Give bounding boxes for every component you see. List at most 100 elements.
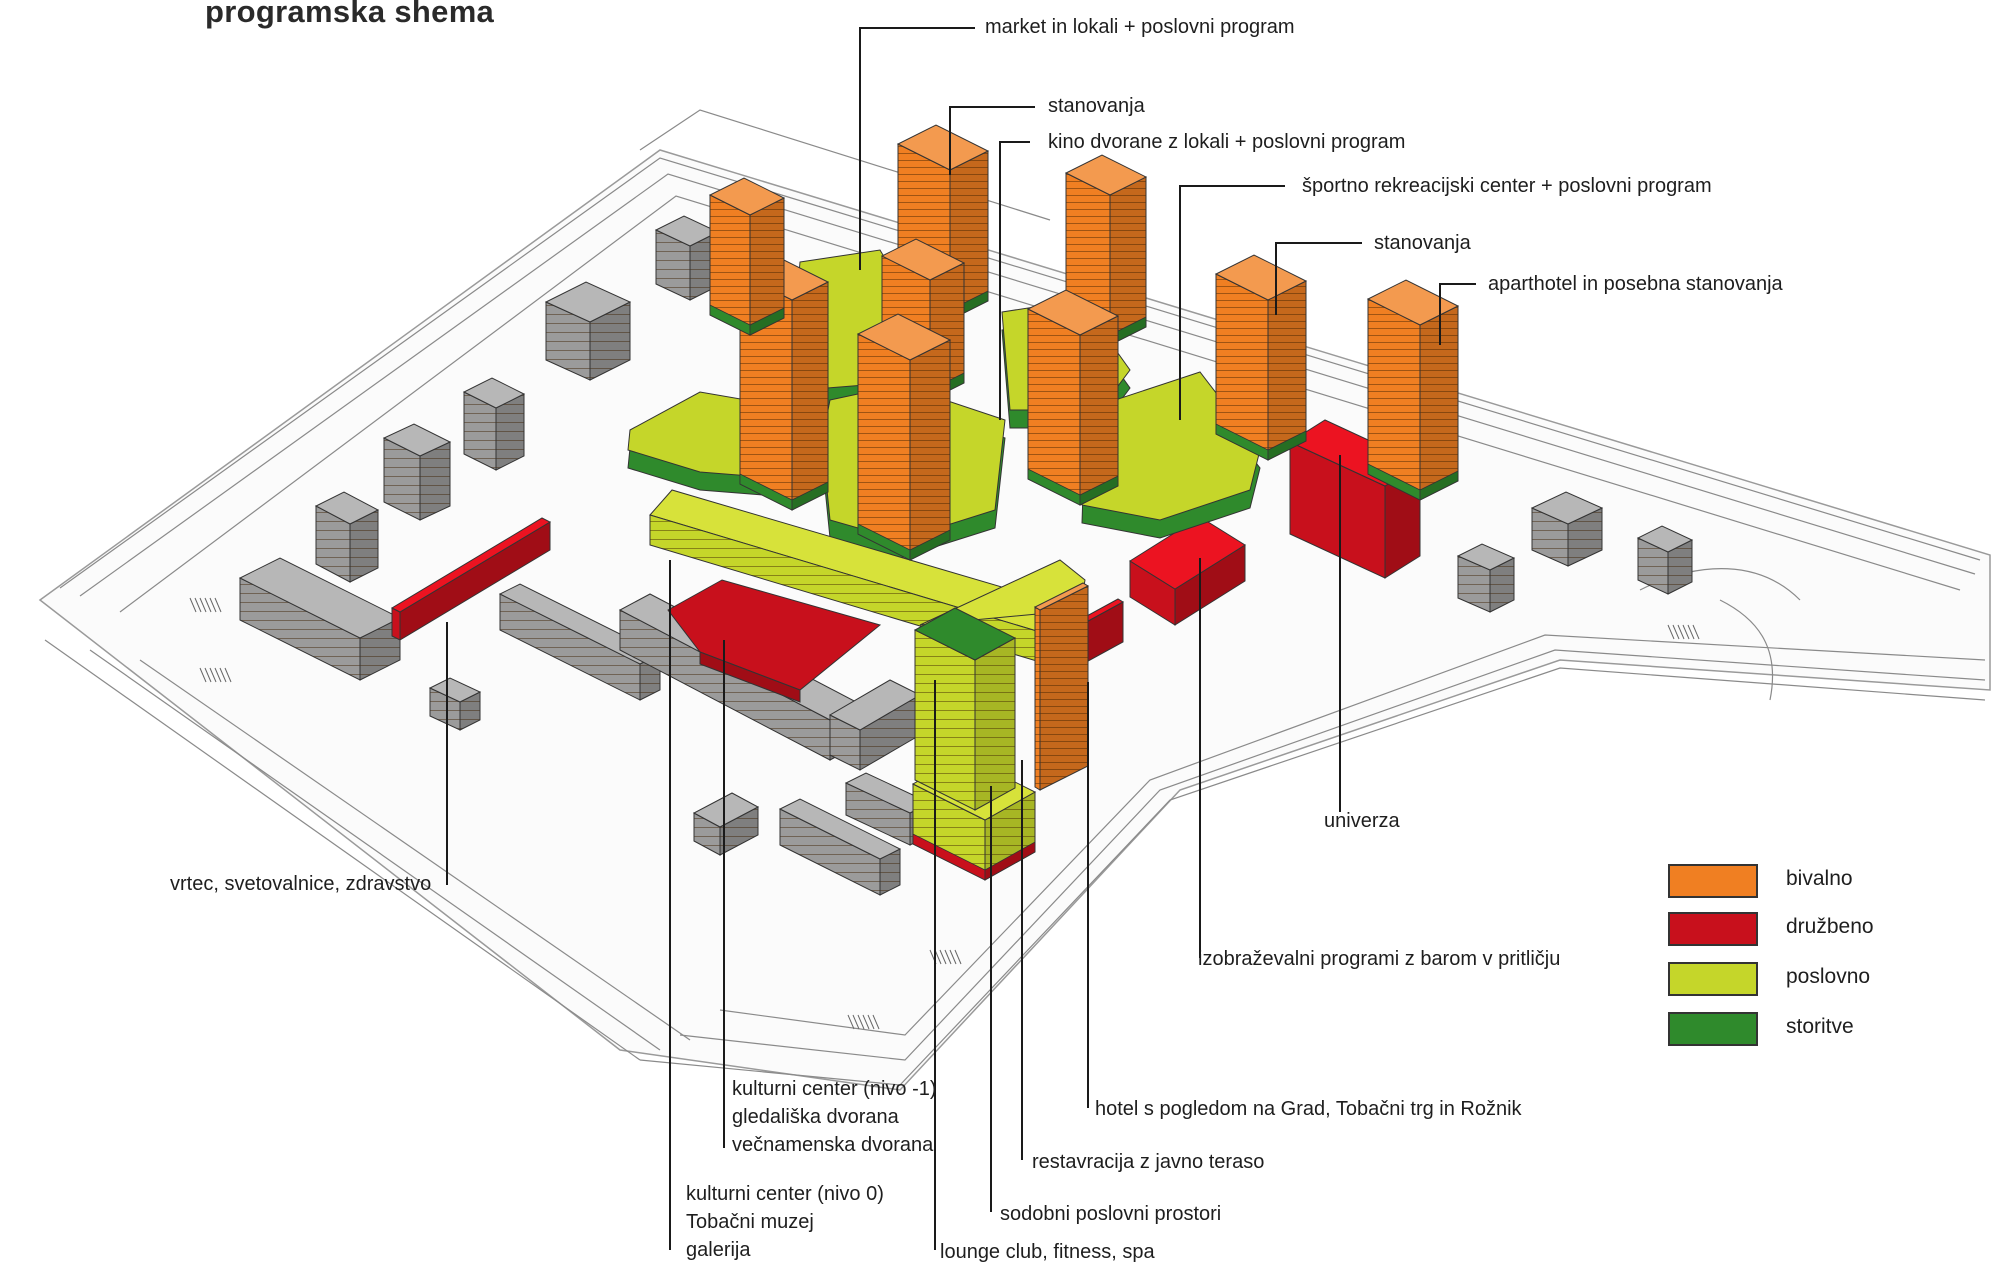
facade-left bbox=[857, 333, 911, 561]
crosswalk-stripe bbox=[1682, 624, 1690, 640]
druzbeno-buildings bbox=[390, 419, 1422, 703]
facade-right bbox=[1079, 315, 1119, 506]
crosswalk-stripe bbox=[214, 597, 222, 613]
roof bbox=[544, 281, 632, 323]
label-stanovanja-2: stanovanja bbox=[1374, 232, 1471, 254]
label-line: Tobačni muzej bbox=[686, 1211, 814, 1233]
legend-item-druzbeno: družbeno bbox=[1668, 912, 1908, 956]
street-line bbox=[679, 649, 1986, 1061]
roof bbox=[462, 377, 526, 409]
ground-band-right bbox=[749, 307, 785, 336]
label-hotel: hotel s pogledom na Grad, Tobačni trg in… bbox=[1095, 1098, 1522, 1120]
residential-tower bbox=[1026, 289, 1120, 506]
label-restavracija: restavracija z javno teraso bbox=[1032, 1151, 1265, 1173]
vrtec-building bbox=[390, 517, 552, 641]
residential-tower bbox=[856, 313, 952, 561]
legend-swatch bbox=[1668, 912, 1758, 946]
roof bbox=[1026, 289, 1120, 336]
leader-line bbox=[859, 27, 975, 270]
residential-tower bbox=[1214, 254, 1308, 461]
crosswalk-stripe bbox=[949, 949, 957, 965]
label-lounge: lounge club, fitness, spa bbox=[940, 1241, 1155, 1263]
existing-building bbox=[428, 677, 482, 731]
roof bbox=[778, 798, 902, 860]
crosswalk-stripe bbox=[219, 667, 227, 683]
legend-swatch bbox=[1668, 962, 1758, 996]
crosswalk-stripe bbox=[944, 949, 952, 965]
roof bbox=[382, 423, 452, 457]
legend-swatch bbox=[1668, 864, 1758, 898]
label-poslovni: sodobni poslovni prostori bbox=[1000, 1203, 1222, 1225]
roof bbox=[1064, 154, 1148, 196]
crosswalk-stripe bbox=[1672, 624, 1680, 640]
diagram-title: programska shema bbox=[205, 0, 495, 29]
legend-label: bivalno bbox=[1786, 867, 1853, 890]
crosswalk-stripe bbox=[852, 1014, 860, 1030]
label-stanovanja-1: stanovanja bbox=[1048, 95, 1145, 117]
facade-right bbox=[909, 339, 951, 561]
roof bbox=[1456, 543, 1516, 571]
street-line bbox=[44, 639, 641, 1061]
label-kulturni-center-nivo-minus-1: kulturni center (nivo -1) gledališka dvo… bbox=[732, 1075, 937, 1159]
facade-right bbox=[791, 281, 829, 511]
roof bbox=[880, 238, 966, 281]
crosswalk-stripe bbox=[847, 1014, 855, 1030]
residential-tower bbox=[1366, 279, 1460, 501]
crosswalk-stripe bbox=[209, 667, 217, 683]
existing-building bbox=[654, 215, 720, 301]
roof bbox=[1636, 525, 1694, 553]
crosswalk-stripe bbox=[1692, 624, 1700, 640]
kulturni-center-roof bbox=[667, 579, 882, 691]
leader-lines bbox=[446, 27, 1476, 1250]
existing-building bbox=[314, 491, 380, 583]
legend-swatch bbox=[1668, 1012, 1758, 1046]
label-sport: športno rekreacijski center + poslovni p… bbox=[1302, 175, 1712, 197]
legend-item-storitve: storitve bbox=[1668, 1012, 1908, 1056]
label-aparthotel: aparthotel in posebna stanovanja bbox=[1488, 273, 1783, 295]
roof bbox=[1214, 254, 1308, 301]
crosswalk-stripe bbox=[204, 597, 212, 613]
ground-band-right bbox=[791, 481, 829, 511]
label-izobrazevalni: izobraževalni programi z barom v pritlič… bbox=[1198, 948, 1561, 970]
existing-building bbox=[1636, 525, 1694, 595]
crosswalks bbox=[189, 597, 1700, 1030]
leader-line bbox=[1439, 283, 1476, 345]
crosswalk-stripe bbox=[224, 667, 232, 683]
street-line bbox=[719, 634, 1986, 1036]
residential-tower bbox=[708, 177, 786, 336]
leader-line bbox=[1179, 185, 1285, 420]
residential-tower bbox=[1064, 154, 1148, 346]
leader-line bbox=[1275, 242, 1362, 315]
existing-building bbox=[1530, 491, 1604, 567]
crosswalk-stripe bbox=[872, 1014, 880, 1030]
roof bbox=[708, 177, 786, 216]
crosswalk-stripe bbox=[214, 667, 222, 683]
existing-building bbox=[1456, 543, 1516, 613]
ground-band-right bbox=[1419, 470, 1459, 501]
existing-building bbox=[778, 798, 902, 896]
existing-building bbox=[462, 377, 526, 471]
ground-band-right bbox=[909, 529, 951, 561]
existing-building bbox=[544, 281, 632, 381]
ground-band-right bbox=[1079, 475, 1119, 506]
crosswalk-stripe bbox=[1677, 624, 1685, 640]
roof bbox=[428, 677, 482, 703]
crosswalk-stripe bbox=[209, 597, 217, 613]
label-vrtec: vrtec, svetovalnice, zdravstvo bbox=[170, 873, 432, 895]
front-complex bbox=[911, 582, 1090, 881]
street-line bbox=[59, 157, 1981, 589]
facade-left bbox=[1034, 606, 1041, 791]
bivalno-towers bbox=[708, 124, 1460, 561]
crosswalk-stripe bbox=[954, 949, 962, 965]
crosswalk-stripe bbox=[1687, 624, 1695, 640]
label-univerza: univerza bbox=[1324, 810, 1400, 832]
street-line bbox=[89, 649, 661, 1051]
label-market: market in lokali + poslovni program bbox=[985, 16, 1295, 38]
crosswalk-stripe bbox=[939, 949, 947, 965]
label-line: kulturni center (nivo 0) bbox=[686, 1183, 884, 1205]
crosswalk-stripe bbox=[204, 667, 212, 683]
crosswalk-stripe bbox=[199, 597, 207, 613]
label-kulturni-center-nivo-0: kulturni center (nivo 0) Tobačni muzej g… bbox=[686, 1180, 884, 1264]
street-line bbox=[1719, 599, 1774, 701]
street-line bbox=[139, 659, 691, 1041]
